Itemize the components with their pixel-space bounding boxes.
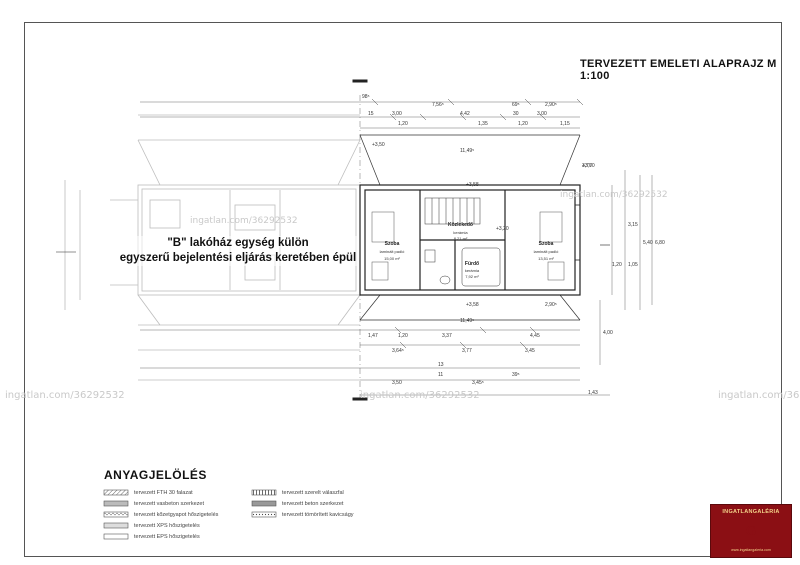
room-name: Fürdő (464, 261, 480, 267)
section-marks (56, 79, 610, 401)
dimension-label: 1,20 (398, 121, 408, 127)
room-name: Szoba (384, 241, 400, 247)
room-area: 15,00 m² (384, 256, 400, 261)
dimension-ticks (371, 98, 584, 349)
legend-item: tervezett EPS hőszigetelés (134, 534, 200, 540)
dimension-label: 13 (438, 362, 444, 368)
dimension-label: 3,64⁵ (392, 348, 404, 354)
windows (375, 184, 580, 296)
room-area: 8,21 m² (453, 236, 468, 241)
dimension-label: 2,90⁵ (545, 102, 557, 108)
legend-item: tervezett szerelt válaszfal (282, 490, 344, 496)
watermark: ingatlan.com/36292532 (718, 390, 800, 401)
dimension-label: 3,77 (462, 348, 472, 354)
dimension-label: 3,15 (628, 222, 638, 228)
legend-item: tervezett tömörített kavicságy (282, 512, 354, 518)
room-area: 13,51 m² (538, 256, 554, 261)
level-mark: +3,58 (466, 302, 479, 308)
dimension-label: 1,47 (368, 333, 378, 339)
legend-title: ANYAGJELÖLÉS (104, 468, 207, 482)
dimension-label: 3,45 (525, 348, 535, 354)
notice-line-1: "B" lakóház egység külön (167, 237, 309, 249)
dimension-label: 4,42 (460, 111, 470, 117)
dimension-label: 1,20 (518, 121, 528, 127)
logo-letter: G (745, 524, 757, 539)
dimension-label: 3,45⁵ (472, 380, 484, 386)
level-mark: +3,50 (372, 142, 385, 148)
level-mark: +3,70 (582, 163, 595, 169)
dimension-label: 1,05 (628, 262, 638, 268)
legend-item: tervezett XPS hőszigetelés (134, 523, 200, 529)
dimension-label: 1,35 (478, 121, 488, 127)
unit-b-faded (64, 114, 361, 381)
legend-item: tervezett kőzetgyapot hőszigetelés (134, 512, 219, 518)
bathroom-fixtures (424, 247, 501, 287)
dimension-label: 3,70 (582, 163, 592, 169)
legend-item: tervezett vasbeton szerkezet (134, 501, 205, 507)
agency-logo: INGATLANGALÉRIA G www.ingatlangaleria.co… (710, 504, 792, 558)
watermark: ingatlan.com/36292532 (5, 390, 125, 401)
room-floor: kerámia (464, 268, 480, 273)
dimension-label: 11,49⁵ (460, 148, 475, 154)
notice-line-2: egyszerű bejelentési eljárás keretében é… (119, 252, 357, 264)
dimension-lines (140, 101, 653, 396)
room-floor: kerámia (453, 230, 468, 235)
dimension-label: 4,00 (603, 330, 613, 336)
level-mark: +3,58 (466, 182, 479, 188)
room-area: 7,92 m² (465, 274, 479, 279)
watermark: ingatlan.com/36292532 (360, 390, 480, 401)
dimension-label: 3,00 (537, 111, 547, 117)
logo-name: INGATLANGALÉRIA (722, 509, 780, 515)
dimension-label: 6,80 (655, 240, 665, 246)
unit-b-notice: "B" lakóház egység külön egyszerű bejele… (118, 236, 358, 266)
room-floor: laminált padló (533, 249, 559, 254)
dimension-label: 69⁵ (512, 102, 520, 108)
dimension-label: 1,20 (398, 333, 408, 339)
watermark: ingatlan.com/36292532 (560, 190, 668, 200)
dimension-label: 3,50 (392, 380, 402, 386)
logo-url: www.ingatlangaleria.com (731, 548, 771, 552)
room-name: Közlekedő (447, 222, 473, 228)
drawing-frame (24, 22, 782, 557)
dimension-label: 1,20 (612, 262, 622, 268)
roof-outline (359, 134, 581, 321)
furniture (371, 211, 565, 281)
dimension-label: 3,00 (392, 111, 402, 117)
dimension-label: 4,45 (530, 333, 540, 339)
dimension-label: 7,56⁵ (432, 102, 444, 108)
drawing-title: TERVEZETT EMELETI ALAPRAJZ M 1:100 (580, 58, 777, 82)
dimension-label: 3,37 (442, 333, 452, 339)
dimension-label: 1,43 (588, 390, 598, 396)
legend-item: tervezett beton szerkezet (282, 501, 344, 507)
dimension-label: 30 (513, 111, 519, 117)
dimension-label: 5,40 (643, 240, 653, 246)
room-name: Szoba (538, 241, 554, 247)
legend-swatches (103, 489, 277, 540)
dimension-label: 98⁵ (362, 94, 370, 100)
stair (424, 197, 481, 225)
watermark: ingatlan.com/36292532 (190, 216, 298, 226)
walls (359, 184, 581, 296)
dimension-label: 15 (368, 111, 374, 117)
room-floor: laminált padló (379, 249, 405, 254)
dimension-label: 39⁵ (512, 372, 520, 378)
dimension-label: 11,49⁵ (460, 318, 475, 324)
dimension-label: 1,15 (560, 121, 570, 127)
dimension-label: 2,90⁵ (545, 302, 557, 308)
level-mark: +3,20 (496, 226, 509, 232)
dimension-label: 11 (438, 372, 444, 378)
legend-item: tervezett FTH 30 falazat (134, 490, 193, 496)
